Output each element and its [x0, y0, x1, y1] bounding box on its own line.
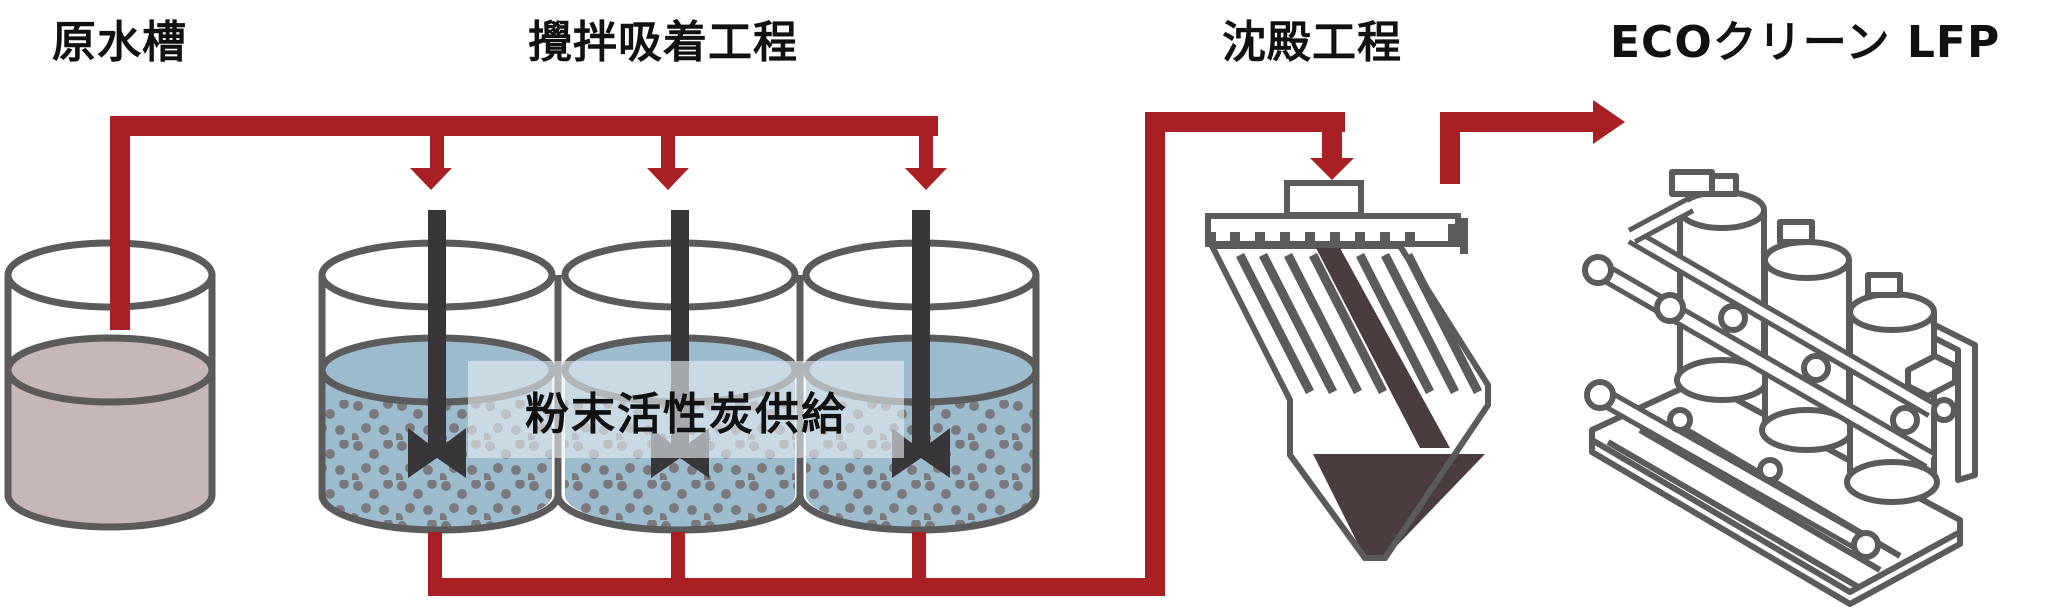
feed-pipe-top: [110, 116, 947, 190]
stage-title-stirring-adsorption: 攪拌吸着工程: [528, 17, 798, 68]
eco-clean-lfp-unit: [1582, 169, 1978, 607]
arrow-to-lfp: [1593, 100, 1625, 144]
activated-carbon-supply-text: 粉末活性炭供給: [525, 388, 847, 440]
activated-carbon-supply-label: 粉末活性炭供給: [468, 361, 904, 458]
sedimentation-tank: [1205, 180, 1491, 561]
collection-pipe-bottom: [428, 112, 1354, 596]
pipe-to-lfp: [1440, 112, 1595, 132]
stage-title-sedimentation: 沈殿工程: [1222, 17, 1402, 68]
stage-title-raw-water-tank: 原水槽: [52, 17, 187, 68]
pipe-sedimentation-outlet: [1440, 122, 1460, 184]
pipe-raw-tank-riser: [110, 116, 130, 330]
stage-title-eco-clean-lfp: ECOクリーン LFP: [1610, 17, 2001, 68]
